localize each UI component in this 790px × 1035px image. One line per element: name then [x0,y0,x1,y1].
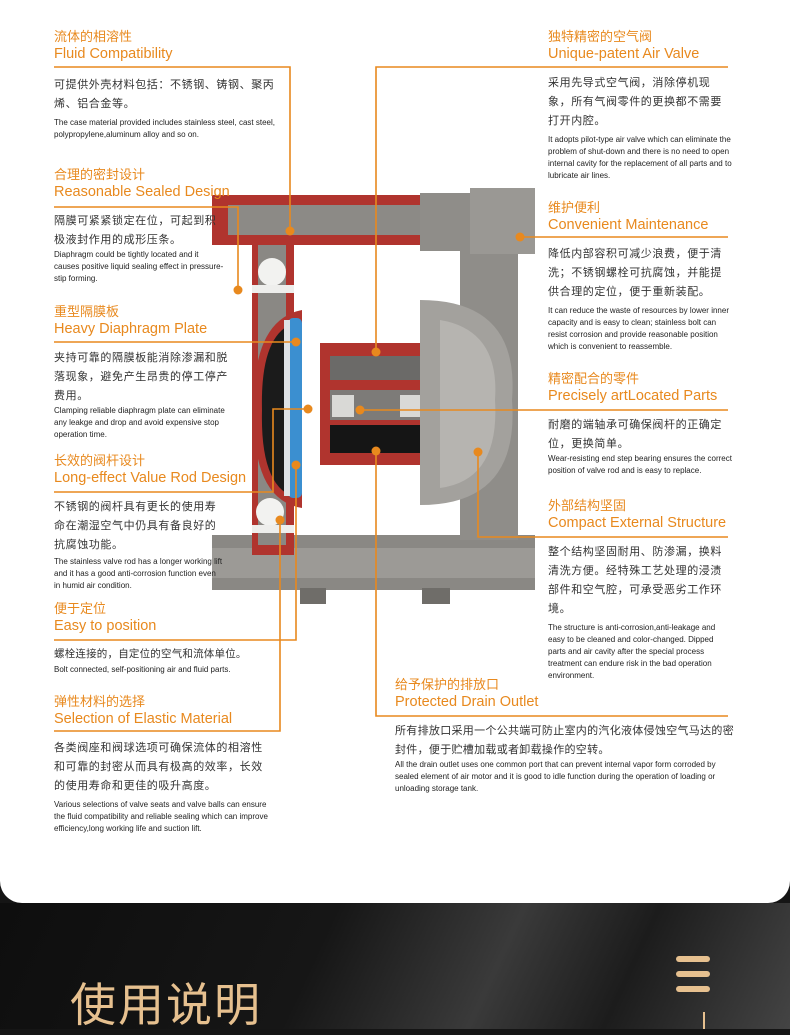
feature-body-zh: 螺栓连接的，自定位的空气和流体单位。 [54,648,247,660]
feature-title-en: Unique-patent Air Valve [548,46,700,62]
feature-title-en: Convenient Maintenance [548,217,709,233]
feature-fluid-compatibility: 流体的相溶性 Fluid Compatibility 可提供外壳材料包括：不锈钢… [54,30,284,141]
feature-body-zh: 不锈钢的阀杆具有更长的使用寿命在潮湿空气中仍具有备良好的抗腐蚀功能。 [54,500,217,551]
feature-body-en: Various selections of valve seats and va… [54,800,268,833]
feature-title-zh: 给予保护的排放口 [395,678,500,693]
feature-title-en: Long-effect Value Rod Design [54,470,247,486]
feature-sealed-design: 合理的密封设计 Reasonable Sealed Design 隔膜可紧紧锁定… [54,168,230,285]
feature-title-en: Heavy Diaphragm Plate [54,321,208,337]
divider-line [703,1012,705,1029]
feature-title-zh: 流体的相溶性 [54,30,133,45]
pump-cutaway-illustration [54,66,728,732]
feature-title-zh: 合理的密封设计 [54,168,146,183]
instructions-banner [0,903,790,1029]
feature-title-en: Compact External Structure [548,515,727,531]
feature-title-zh: 便于定位 [54,602,107,617]
feature-body-en: It adopts pilot-type air valve which can… [548,135,732,180]
feature-body-en: The structure is anti-corrosion,anti-lea… [548,623,716,680]
feature-title-en: Reasonable Sealed Design [54,184,230,200]
feature-title-en: Fluid Compatibility [54,46,173,62]
feature-body-zh: 所有排放口采用一个公共端可防止室内的汽化液体侵蚀空气马达的密封件，便于贮槽加载或… [395,724,734,756]
feature-title-zh: 外部结构坚固 [548,499,627,514]
features-card: 流体的相溶性 Fluid Compatibility 可提供外壳材料包括：不锈钢… [0,0,790,903]
feature-title-en: Precisely artLocated Parts [548,388,718,404]
feature-title-en: Selection of Elastic Material [54,711,233,727]
feature-body-zh: 采用先导式空气阀，消除停机现象，所有气阀零件的更换都不需要打开内腔。 [548,76,722,127]
feature-body-en: The stainless valve rod has a longer wor… [54,557,223,590]
feature-body-en: All the drain outlet uses one common por… [395,760,716,793]
feature-title-zh: 精密配合的零件 [548,372,640,387]
pump-body [212,188,535,604]
feature-diaphragm-plate: 重型隔膜板 Heavy Diaphragm Plate 夹持可靠的隔膜板能消除渗… [54,305,239,441]
menu-icon [676,956,710,994]
callout-lines [54,66,728,732]
feature-title-en: Protected Drain Outlet [395,694,539,710]
feature-body-zh: 降低内部容积可减少浪费，便于清洗；不锈钢螺栓可抗腐蚀，并能提供合理的定位，便于重… [548,247,722,298]
feature-body-en: The case material provided includes stai… [54,118,275,139]
feature-title-zh: 弹性材料的选择 [54,695,146,710]
feature-drain-outlet: 给予保护的排放口 Protected Drain Outlet 所有排放口采用一… [395,678,735,795]
feature-body-zh: 耐磨的端轴承可确保阀杆的正确定位，更换简单。 [548,418,722,450]
callout-dots [233,226,525,525]
feature-body-en: Wear-resisting end step bearing ensures … [548,454,732,475]
feature-title-zh: 长效的阀杆设计 [54,454,146,469]
feature-valve-rod: 长效的阀杆设计 Long-effect Value Rod Design 不锈钢… [54,454,247,592]
feature-body-en: Diaphragm could be tightly located and i… [54,250,224,283]
feature-easy-position: 便于定位 Easy to position 螺栓连接的，自定位的空气和流体单位。… [54,602,284,676]
feature-title-zh: 重型隔膜板 [54,305,120,320]
feature-title-zh: 独特精密的空气阀 [548,30,653,45]
feature-elastic-material: 弹性材料的选择 Selection of Elastic Material 各类… [54,695,274,835]
feature-title-zh: 维护便利 [548,201,601,216]
feature-maintenance: 维护便利 Convenient Maintenance 降低内部容积可减少浪费，… [548,201,733,353]
feature-body-zh: 夹持可靠的隔膜板能消除渗漏和脱落现象，避免产生昂贵的停工停产费用。 [54,351,228,402]
feature-body-zh: 整个结构坚固耐用、防渗漏，换料清洗方便。经特殊工艺处理的浸渍部件和空气腔，可承受… [548,545,722,615]
feature-air-valve: 独特精密的空气阀 Unique-patent Air Valve 采用先导式空气… [548,30,733,182]
feature-body-zh: 隔膜可紧紧锁定在位，可起到积极液封作用的成形压条。 [54,214,217,246]
feature-body-zh: 各类阀座和阀球选项可确保流体的相溶性和可靠的封密从而具有极高的效率，长效的使用寿… [54,741,263,792]
feature-body-en: It can reduce the waste of resources by … [548,306,729,351]
feature-body-zh: 可提供外壳材料包括：不锈钢、铸钢、聚丙烯、铝合金等。 [54,78,275,110]
feature-external-structure: 外部结构坚固 Compact External Structure 整个结构坚固… [548,499,733,682]
feature-precise-parts: 精密配合的零件 Precisely artLocated Parts 耐磨的端轴… [548,372,733,477]
section-title: 使用说明 [70,978,262,1032]
feature-body-en: Bolt connected, self-positioning air and… [54,665,231,674]
feature-title-en: Easy to position [54,618,157,634]
feature-body-en: Clamping reliable diaphragm plate can el… [54,406,225,439]
